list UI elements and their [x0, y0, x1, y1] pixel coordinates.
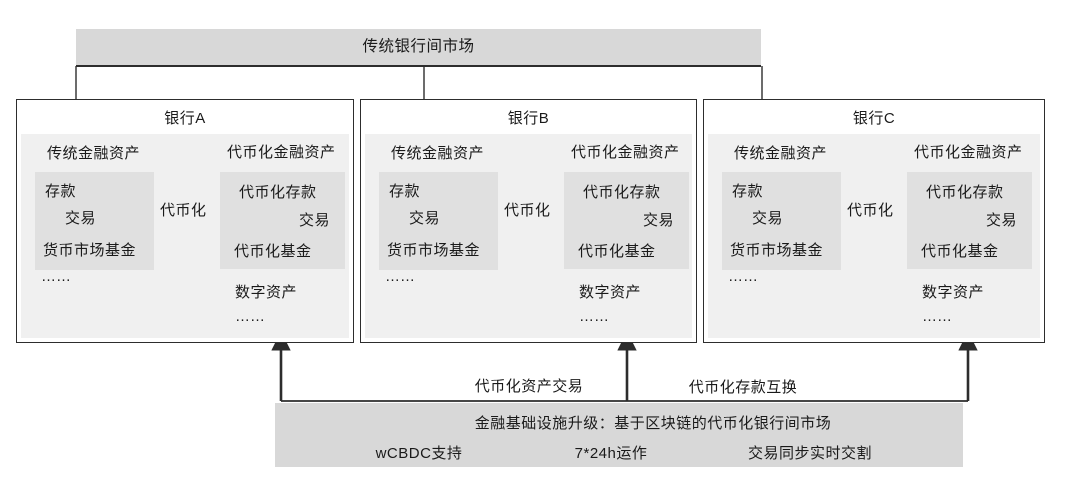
trade-label: 交易	[65, 210, 97, 227]
tokenization-arrow-label: 代币化	[504, 202, 551, 219]
feature-7x24h-operation: 7*24h运作	[574, 445, 648, 462]
tokenized-assets-box: 代币化存款 交易 代币化基金	[907, 172, 1032, 269]
bank-c-box: 银行C 传统金融资产 代币化金融资产 存款 交易 货币市场基金 …… 代币化 代…	[703, 99, 1045, 343]
trade-label: 交易	[643, 212, 675, 229]
traditional-assets-label: 传统金融资产	[734, 145, 828, 162]
trade-label: 交易	[752, 210, 784, 227]
traditional-interbank-market-bar: 传统银行间市场	[76, 29, 761, 67]
tokenized-assets-label: 代币化金融资产	[914, 144, 1023, 161]
bank-panel: 传统金融资产 代币化金融资产 存款 交易 货币市场基金 …… 代币化 代币化存款…	[365, 134, 692, 338]
traditional-assets-box: 存款 交易 货币市场基金	[722, 172, 841, 270]
traditional-assets-label: 传统金融资产	[47, 145, 141, 162]
trade-label: 交易	[299, 212, 331, 229]
tokenized-asset-trading-label: 代币化资产交易	[474, 378, 584, 395]
deposit-label: 存款	[45, 183, 77, 200]
bank-title: 银行C	[852, 110, 896, 127]
ellipsis: ……	[728, 268, 758, 285]
ellipsis: ……	[41, 268, 71, 285]
infrastructure-upgrade-title: 金融基础设施升级：基于区块链的代币化银行间市场	[474, 415, 832, 432]
digital-assets-label: 数字资产	[922, 284, 985, 301]
money-market-fund-label: 货币市场基金	[387, 242, 481, 259]
blockchain-interbank-market-bar: 金融基础设施升级：基于区块链的代币化银行间市场 wCBDC支持 7*24h运作 …	[275, 403, 963, 467]
tokenized-fund-label: 代币化基金	[234, 243, 312, 260]
feature-wcbdc-support: wCBDC支持	[375, 445, 463, 462]
tokenized-assets-label: 代币化金融资产	[227, 144, 336, 161]
digital-assets-label: 数字资产	[235, 284, 298, 301]
money-market-fund-label: 货币市场基金	[43, 242, 137, 259]
tokenized-deposit-label: 代币化存款	[926, 184, 1004, 201]
digital-assets-label: 数字资产	[579, 284, 642, 301]
traditional-assets-label: 传统金融资产	[391, 145, 485, 162]
deposit-label: 存款	[389, 183, 421, 200]
bank-title: 银行B	[507, 110, 550, 127]
top-bar-label: 传统银行间市场	[362, 38, 475, 56]
tokenized-assets-label: 代币化金融资产	[571, 144, 680, 161]
traditional-assets-box: 存款 交易 货币市场基金	[379, 172, 498, 270]
bank-a-box: 银行A 传统金融资产 代币化金融资产 存款 交易 货币市场基金 …… 代币化 代…	[16, 99, 354, 343]
bank-panel: 传统金融资产 代币化金融资产 存款 交易 货币市场基金 …… 代币化 代币化存款…	[708, 134, 1040, 338]
ellipsis: ……	[922, 308, 952, 325]
ellipsis: ……	[385, 268, 415, 285]
tokenized-fund-label: 代币化基金	[578, 243, 656, 260]
ellipsis: ……	[579, 308, 609, 325]
money-market-fund-label: 货币市场基金	[730, 242, 824, 259]
bank-title: 银行A	[164, 110, 206, 127]
trade-label: 交易	[986, 212, 1018, 229]
tokenized-fund-label: 代币化基金	[921, 243, 999, 260]
tokenized-deposit-label: 代币化存款	[239, 184, 317, 201]
deposit-label: 存款	[732, 183, 764, 200]
bank-panel: 传统金融资产 代币化金融资产 存款 交易 货币市场基金 …… 代币化 代币化存款…	[21, 134, 349, 338]
bank-b-box: 银行B 传统金融资产 代币化金融资产 存款 交易 货币市场基金 …… 代币化 代…	[360, 99, 697, 343]
tokenized-assets-box: 代币化存款 交易 代币化基金	[564, 172, 689, 269]
tokenization-arrow-label: 代币化	[160, 202, 207, 219]
feature-synchronous-settlement: 交易同步实时交割	[747, 445, 873, 462]
ellipsis: ……	[235, 308, 265, 325]
tokenized-assets-box: 代币化存款 交易 代币化基金	[220, 172, 345, 269]
tokenized-deposit-swap-label: 代币化存款互换	[688, 379, 798, 396]
trade-label: 交易	[409, 210, 441, 227]
tokenization-arrow-label: 代币化	[847, 202, 894, 219]
traditional-assets-box: 存款 交易 货币市场基金	[35, 172, 154, 270]
tokenized-deposit-label: 代币化存款	[583, 184, 661, 201]
